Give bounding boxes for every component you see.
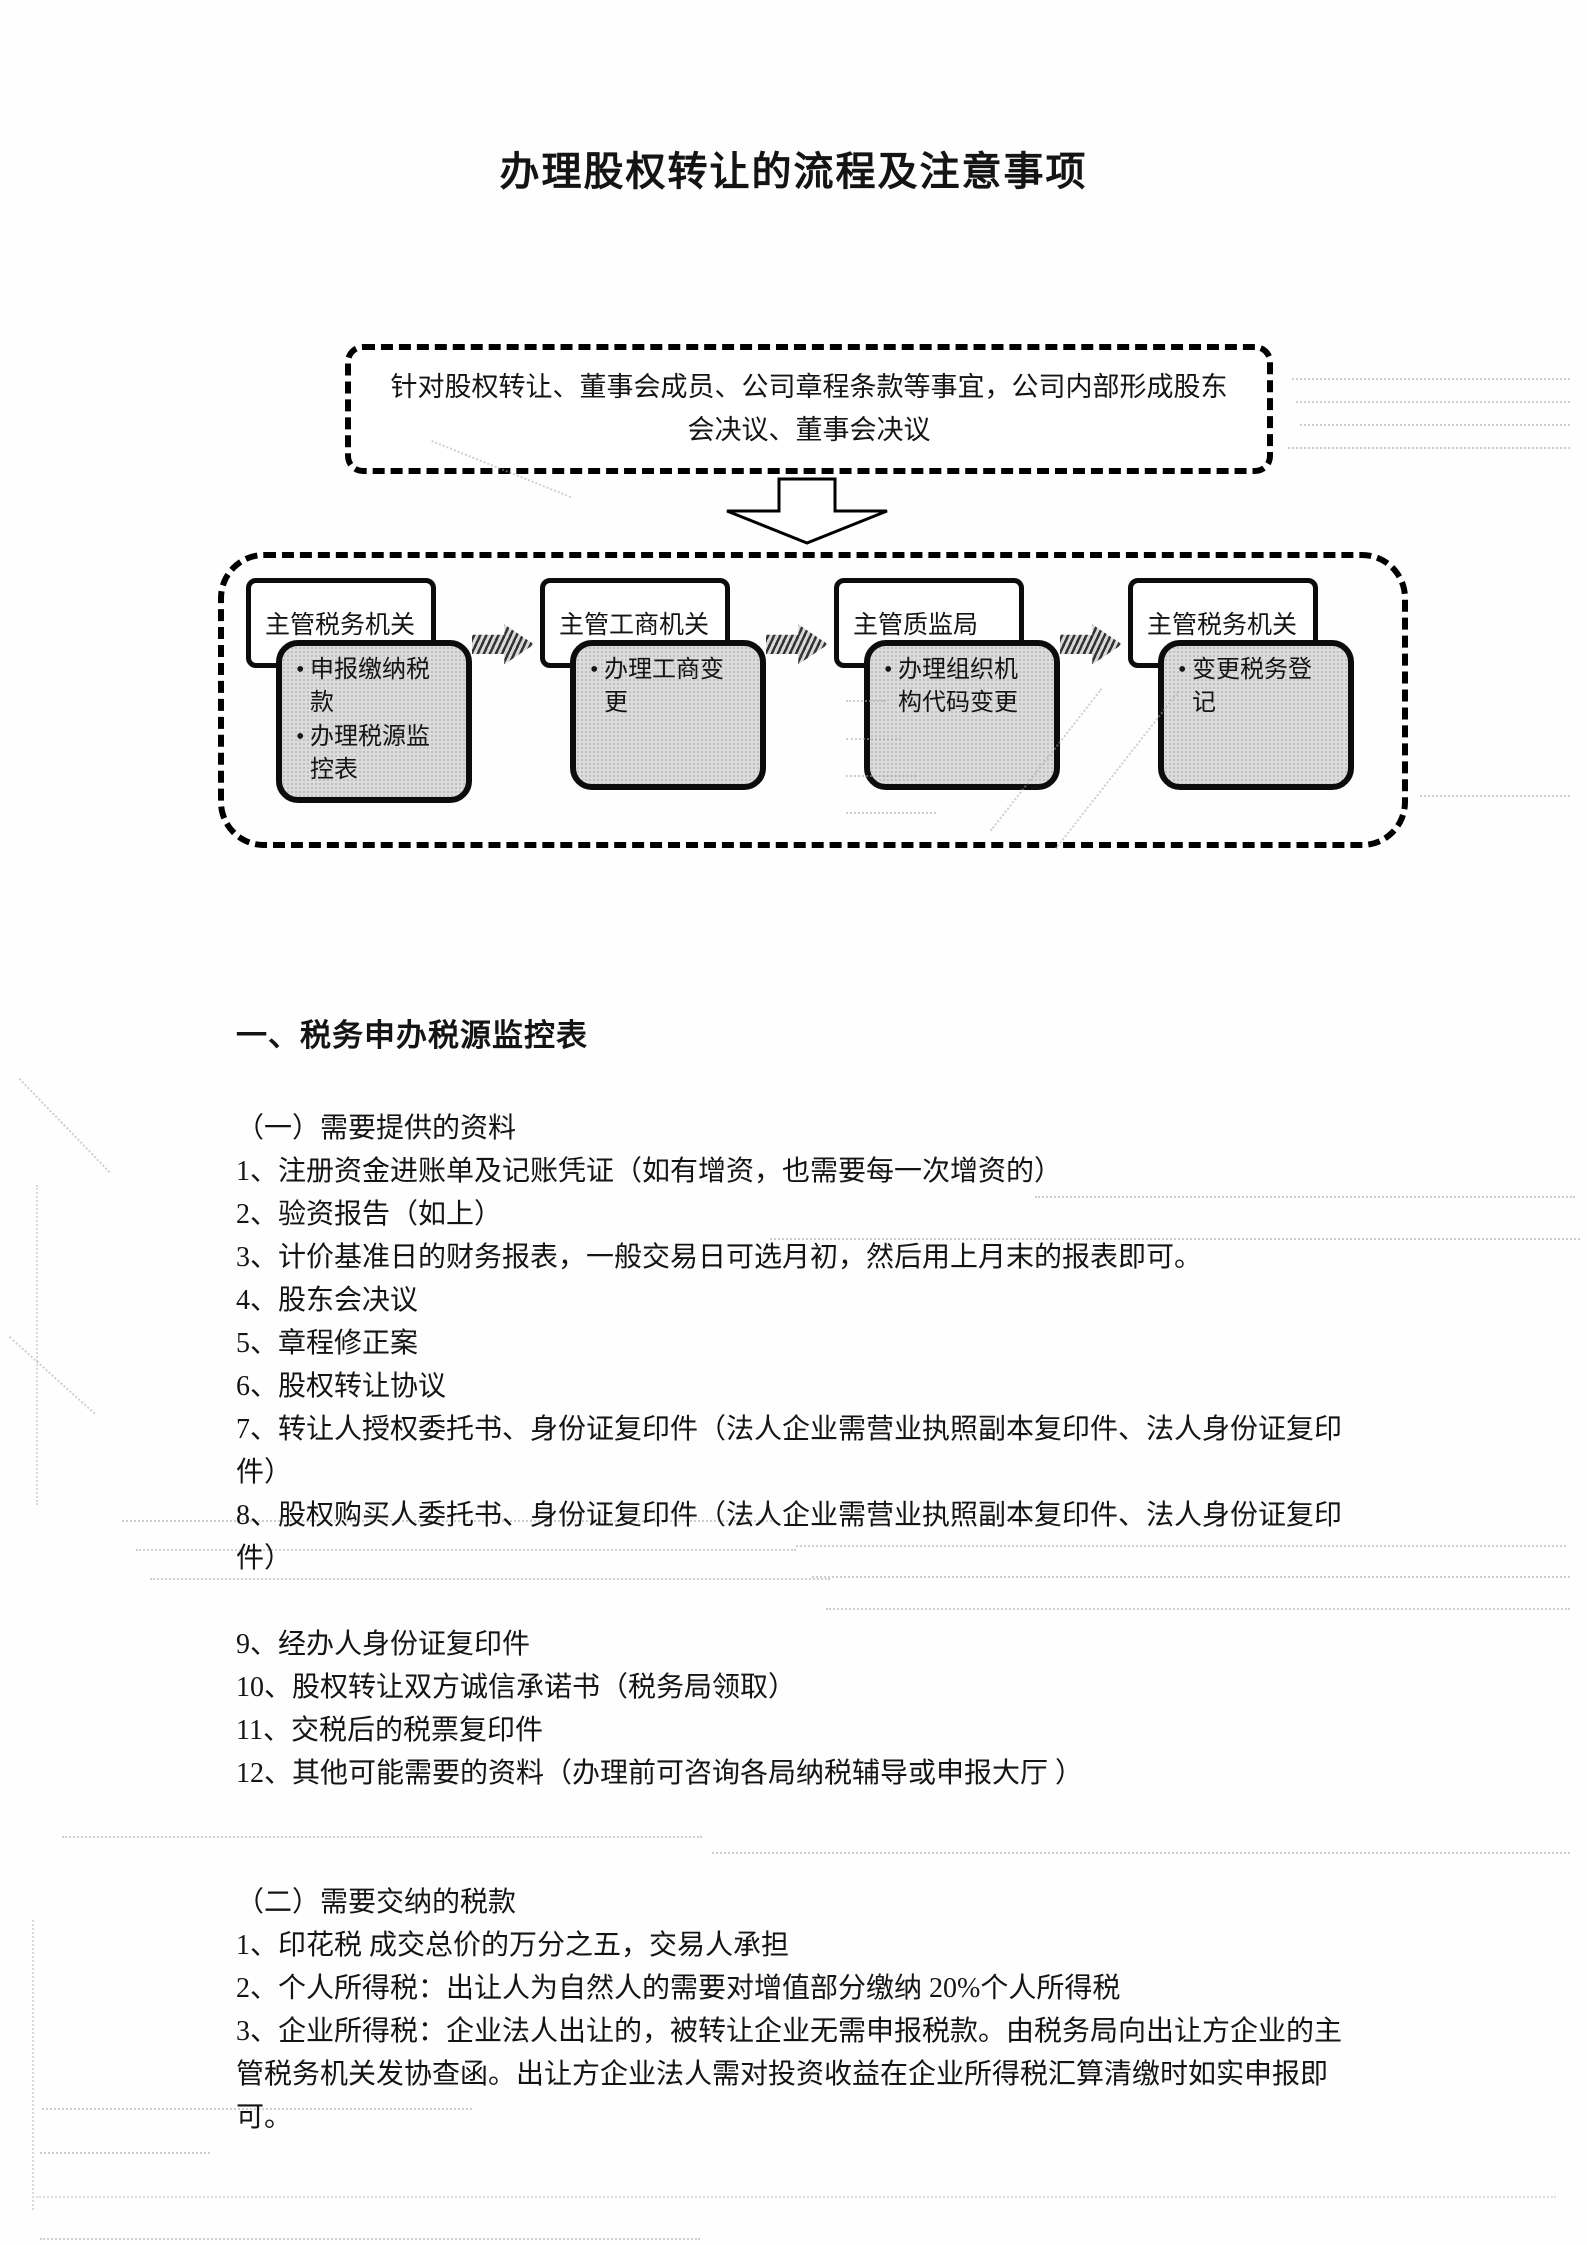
flow-stage-header-label: 主管工商机关 xyxy=(559,612,710,640)
flow-bullet: 办理税源监控表 xyxy=(296,721,448,787)
scan-artifact xyxy=(826,1608,1570,1610)
scan-artifact xyxy=(1296,401,1570,403)
list-item: 8、股权购买人委托书、身份证复印件（法人企业需营业执照副本复印件、法人身份证复印… xyxy=(236,1500,1343,1575)
flow-stage-header-label: 主管税务机关 xyxy=(265,612,416,640)
list-item: 4、股东会决议 xyxy=(236,1285,419,1317)
down-arrow-icon xyxy=(726,477,888,545)
scan-artifact xyxy=(1420,795,1570,797)
list-item: 10、股权转让双方诚信承诺书（税务局领取） xyxy=(236,1672,797,1704)
flow-stage-body: 办理组织机构代码变更 xyxy=(864,640,1060,791)
scan-artifact xyxy=(812,1576,1570,1578)
section-heading: 一、税务申办税源监控表 xyxy=(236,1018,588,1054)
scan-artifact xyxy=(1288,447,1570,449)
list-item: 3、企业所得税：企业法人出让的，被转让企业无需申报税款。由税务局向出让方企业的主… xyxy=(236,2016,1343,2134)
page-title: 办理股权转让的流程及注意事项 xyxy=(499,149,1088,194)
list-item: 5、章程修正案 xyxy=(236,1328,419,1360)
flow-intro-box: 针对股权转让、董事会成员、公司章程条款等事宜，公司内部形成股东会决议、董事会决议 xyxy=(345,344,1273,475)
flow-stage-body: 变更税务登记 xyxy=(1158,640,1354,791)
scan-artifact xyxy=(122,1520,772,1522)
list-item: 9、经办人身份证复印件 xyxy=(236,1629,531,1661)
list-item: 6、股权转让协议 xyxy=(236,1371,447,1403)
list-item: 1、印花税 成交总价的万分之五，交易人承担 xyxy=(236,1930,790,1962)
scan-artifact xyxy=(712,1852,1570,1854)
flow-stage-commerce: 主管工商机关 办理工商变更 xyxy=(540,578,780,791)
subsection-heading: （一）需要提供的资料 xyxy=(236,1113,517,1145)
list-item: 2、验资报告（如上） xyxy=(236,1199,503,1231)
list-item: 1、注册资金进账单及记账凭证（如有增资，也需要每一次增资的） xyxy=(236,1156,1063,1188)
list-item: 12、其他可能需要的资料（办理前可咨询各局纳税辅导或申报大厅 ） xyxy=(236,1758,1084,1790)
scan-artifact xyxy=(846,812,936,814)
scan-artifact xyxy=(1035,1196,1575,1198)
list-item: 11、交税后的税票复印件 xyxy=(236,1715,543,1747)
flow-stage-header-label: 主管税务机关 xyxy=(1147,612,1298,640)
scan-artifact xyxy=(846,775,916,777)
scan-artifact xyxy=(36,1185,38,1505)
flow-stage-body: 申报缴纳税款 办理税源监控表 xyxy=(276,640,472,803)
scan-artifact xyxy=(796,1545,1566,1547)
subsection-heading: （二）需要交纳的税款 xyxy=(236,1887,517,1919)
scan-artifact xyxy=(42,2108,472,2110)
scan-artifact xyxy=(8,1336,96,1415)
scan-artifact xyxy=(1292,378,1570,380)
flow-stage-quality: 主管质监局 办理组织机构代码变更 xyxy=(834,578,1074,791)
scan-artifact xyxy=(18,1078,111,1173)
scan-artifact xyxy=(846,738,901,740)
flow-bullet: 申报缴纳税款 xyxy=(296,654,448,720)
flow-container: 主管税务机关 申报缴纳税款 办理税源监控表 主管工商机关 办理工商变更 主管质监… xyxy=(218,552,1408,849)
scan-artifact xyxy=(846,700,886,702)
scan-artifact xyxy=(770,1238,1580,1240)
list-item: 7、转让人授权委托书、身份证复印件（法人企业需营业执照副本复印件、法人身份证复印… xyxy=(236,1414,1343,1489)
list-item: 2、个人所得税：出让人为自然人的需要对增值部分缴纳 20%个人所得税 xyxy=(236,1973,1121,2005)
scan-artifact xyxy=(32,1920,34,2210)
scan-artifact xyxy=(62,1836,702,1838)
scan-artifact xyxy=(1300,424,1570,426)
flow-stage-body: 办理工商变更 xyxy=(570,640,766,791)
flow-bullet: 办理组织机构代码变更 xyxy=(884,654,1036,720)
main-content: 一、税务申办税源监控表 （一）需要提供的资料 1、注册资金进账单及记账凭证（如有… xyxy=(236,1020,1354,2139)
flow-stage-tax-2: 主管税务机关 变更税务登记 xyxy=(1128,578,1368,791)
flow-bullet: 办理工商变更 xyxy=(590,654,742,720)
scan-artifact xyxy=(40,2152,210,2154)
list-item: 3、计价基准日的财务报表，一般交易日可选月初，然后用上月末的报表即可。 xyxy=(236,1242,1203,1274)
flow-bullet: 变更税务登记 xyxy=(1178,654,1330,720)
scan-artifact xyxy=(36,2196,1556,2198)
flow-stage-tax-1: 主管税务机关 申报缴纳税款 办理税源监控表 xyxy=(246,578,486,803)
scan-artifact xyxy=(40,2238,700,2240)
scan-artifact xyxy=(136,1549,796,1551)
flow-stage-header-label: 主管质监局 xyxy=(853,612,979,640)
scan-artifact xyxy=(150,1578,830,1580)
